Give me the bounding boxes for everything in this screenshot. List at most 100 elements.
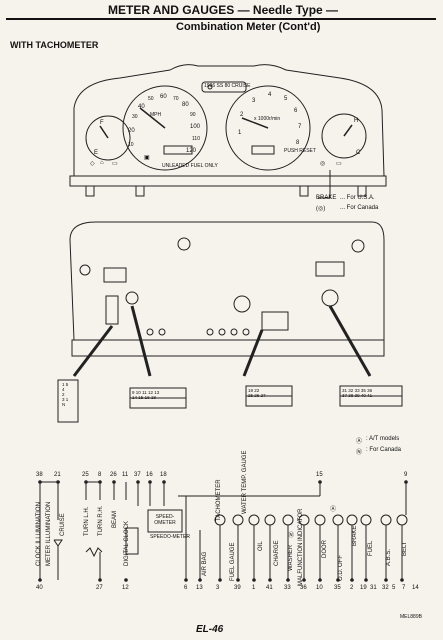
conn-cell: 38 bbox=[348, 393, 354, 398]
charge-icon: ▭ bbox=[112, 161, 118, 167]
label-washer: WASHER bbox=[288, 544, 294, 571]
speedometer-box-label: SPEED-OMETER bbox=[154, 514, 176, 526]
speedo-num: 10 bbox=[128, 142, 134, 148]
brake-icon: ◎ bbox=[320, 161, 326, 167]
top-pin: 9 bbox=[404, 472, 408, 478]
fuel-e: E bbox=[94, 150, 99, 156]
tacho-num: 2 bbox=[240, 112, 244, 118]
connector-housing-1 bbox=[103, 267, 127, 283]
label-beam: BEAM bbox=[112, 510, 118, 528]
label-od-off: O.D. OFF bbox=[338, 555, 344, 581]
page-title: METER AND GAUGES — Needle Type — bbox=[108, 3, 339, 17]
label-clock-illumination: CLOCK ILLUMINATION bbox=[36, 502, 42, 566]
label-digital-clock: DIGITAL CLOCK bbox=[124, 520, 130, 566]
top-pin: 18 bbox=[160, 472, 167, 478]
conn-cell: 9 bbox=[132, 390, 135, 395]
top-pin: 38 bbox=[36, 472, 43, 478]
conn-cell: 13 bbox=[154, 390, 160, 395]
bottom-pin: 14 bbox=[412, 585, 419, 591]
top-pin: 8 bbox=[98, 472, 102, 478]
fuel-f: F bbox=[100, 120, 104, 126]
top-pin: 21 bbox=[54, 472, 61, 478]
tacho-num: 5 bbox=[284, 96, 288, 102]
a-marker: Ⓐ bbox=[330, 507, 337, 513]
label-malfunction: MALFUNCTION INDICATOR bbox=[298, 508, 304, 586]
conn-cell: 33 bbox=[354, 388, 360, 393]
conn-cell: 2 bbox=[62, 392, 65, 397]
conn-cell: 25 bbox=[248, 393, 254, 398]
connector-housing-3 bbox=[261, 311, 289, 331]
label-door: DOOR bbox=[322, 540, 328, 558]
speedo-num: 30 bbox=[132, 114, 138, 120]
conn-cell: 39 bbox=[354, 393, 360, 398]
connector-2-cells: 9 10 11 12 13 14 15 16 18 bbox=[132, 390, 186, 400]
speedo-num: 80 bbox=[182, 102, 189, 108]
speedo-num: 20 bbox=[128, 128, 135, 134]
bottom-pin: 10 bbox=[316, 585, 323, 591]
legend-a-mark: Ⓐ bbox=[356, 439, 363, 445]
conn-cell: 16 bbox=[144, 395, 150, 400]
cluster-outline bbox=[73, 64, 385, 177]
tachometer-dial bbox=[225, 85, 311, 171]
speedometer-dial bbox=[122, 85, 208, 171]
label-charge: CHARGE bbox=[274, 540, 280, 566]
bottom-pin: 13 bbox=[196, 585, 203, 591]
bottom-pin: 19 bbox=[360, 585, 367, 591]
conn-cell: 3 bbox=[62, 397, 65, 402]
conn-cell: 31 bbox=[342, 388, 348, 393]
label-meter-illumination: METER ILLUMINATION bbox=[46, 501, 52, 566]
bottom-pin: 31 bbox=[370, 585, 377, 591]
connector-3-cells: 19 22 25 26 27 bbox=[248, 388, 292, 398]
page-subtitle: Combination Meter (Cont'd) bbox=[176, 21, 321, 33]
bottom-pin: 2 bbox=[350, 585, 354, 591]
bottom-pin: 39 bbox=[234, 585, 241, 591]
connector-housing-2 bbox=[315, 261, 345, 277]
airbag-icon: ▣ bbox=[144, 155, 150, 161]
label-turn-rh: TURN R.H. bbox=[98, 505, 104, 536]
connector-face-1 bbox=[57, 379, 79, 423]
speedo-units: MPH bbox=[150, 112, 162, 118]
conn-cell: 19 bbox=[248, 388, 254, 393]
speedometer-box bbox=[147, 509, 183, 533]
label-fuel-gauge: FUEL GAUGE bbox=[230, 542, 236, 581]
speedo-num: 120 bbox=[186, 148, 197, 154]
temp-c: C bbox=[356, 150, 361, 156]
brake-label: BRAKE bbox=[316, 195, 337, 201]
bottom-pin: 27 bbox=[96, 585, 103, 591]
brake-note-usa: ... For U.S.A. bbox=[340, 195, 375, 201]
conn-cell: 40 bbox=[360, 393, 366, 398]
figure-ref: MEL889B bbox=[400, 614, 422, 620]
back-board-outline bbox=[69, 221, 385, 341]
fuel-note: UNLEADED FUEL ONLY bbox=[162, 163, 218, 169]
speedo-top-label: 1986 SS 80 CRUISE bbox=[204, 83, 251, 89]
speedo-num: 70 bbox=[173, 96, 179, 102]
tacho-num: 8 bbox=[296, 140, 300, 146]
bottom-pin: 36 bbox=[300, 585, 307, 591]
bottom-pin: 3 bbox=[216, 585, 220, 591]
conn-cell: 12 bbox=[148, 390, 154, 395]
bottom-pin: 12 bbox=[122, 585, 129, 591]
temp-h: H bbox=[354, 118, 359, 124]
speedo-num: 90 bbox=[190, 112, 196, 118]
tacho-num: 1 bbox=[238, 130, 242, 136]
page-number: EL-46 bbox=[196, 624, 224, 635]
conn-cell: 41 bbox=[367, 393, 373, 398]
top-pin: 26 bbox=[110, 472, 117, 478]
conn-cell: 26 bbox=[254, 393, 260, 398]
bottom-pin: 40 bbox=[36, 585, 43, 591]
top-pin: 11 bbox=[122, 472, 129, 478]
header-rule bbox=[6, 18, 436, 20]
tacho-num: 3 bbox=[252, 98, 256, 104]
label-cruise: CRUISE bbox=[60, 513, 66, 536]
tacho-num: 4 bbox=[268, 92, 272, 98]
conn-cell: 22 bbox=[254, 388, 260, 393]
legend-n-text: : For Canada bbox=[366, 447, 402, 453]
connector-4-cells: 31 32 33 35 36 37 38 39 40 41 bbox=[342, 388, 402, 398]
speedo-num: 100 bbox=[190, 124, 201, 130]
legend-n-mark: Ⓝ bbox=[356, 450, 363, 456]
temp-gauge-dial bbox=[321, 113, 367, 159]
bottom-pin: 6 bbox=[184, 585, 188, 591]
conn-cell: 37 bbox=[342, 393, 348, 398]
legend-a-text: : A/T models bbox=[366, 436, 400, 442]
